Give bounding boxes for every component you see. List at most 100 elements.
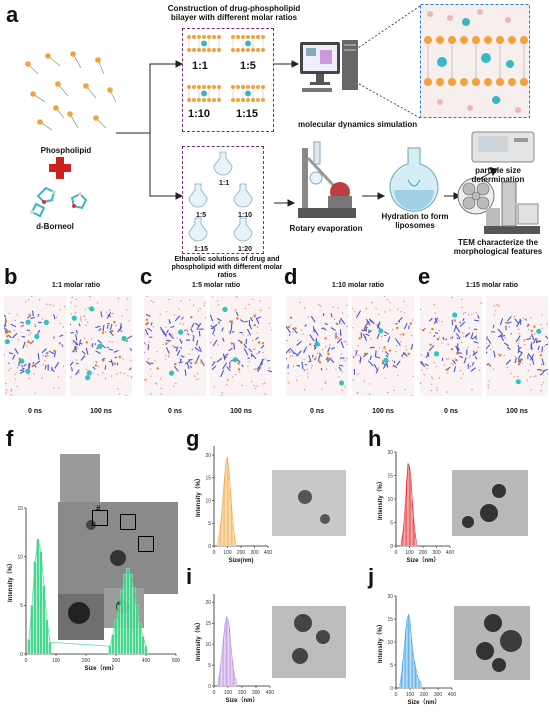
hydration-label: Hydration to form liposomes: [381, 212, 449, 230]
fit-curve-g: [217, 456, 236, 542]
particle-size-label: particle size determination: [471, 166, 525, 184]
tem-microscope-icon: [484, 181, 540, 234]
y-tick-label-i-20: 20: [205, 600, 211, 606]
y-tick-label-g-5: 5: [208, 521, 211, 527]
md-time-c-0: 0 ns: [167, 408, 182, 415]
bar-f-1: [30, 605, 34, 655]
md-snapshot-e-100ns: [486, 296, 548, 396]
flask-icons: [188, 151, 253, 242]
x-tick-label-g-200: 200: [237, 550, 246, 556]
bar-f-3: [36, 538, 40, 655]
x-tick-label-h-200: 200: [419, 550, 428, 556]
md-snapshot-c-100ns: [210, 296, 272, 396]
bilayer-ratios-box: [182, 28, 274, 132]
bar-f-15: [129, 574, 133, 655]
x-tick-label-i-200: 200: [238, 690, 247, 696]
md-time-e-0: 0 ns: [443, 408, 458, 415]
y-tick-label-f-10: 10: [17, 554, 23, 560]
md-time-d-1: 100 ns: [372, 408, 394, 415]
md-title-d: 1:10 molar ratio: [331, 282, 385, 289]
bar-h-0: [400, 541, 402, 547]
x-tick-label-h-400: 400: [446, 550, 455, 556]
bar-f-17: [135, 605, 139, 655]
md-time-b-1: 100 ns: [90, 408, 112, 415]
panel-label-f: f: [6, 426, 14, 451]
bilayer-schematics: [186, 34, 266, 103]
bar-j-13: [417, 678, 419, 689]
bar-f-11: [117, 605, 121, 655]
phospholipid-label: Phospholipid: [40, 146, 92, 155]
bar-i-7: [227, 618, 229, 687]
hydration-flask-icon: [389, 147, 439, 212]
x-tick-label-f-200: 200: [82, 658, 91, 664]
bar-g-0: [217, 541, 219, 547]
panel-label-b: b: [4, 264, 18, 289]
bilayer-ratio-3: 1:10: [188, 108, 211, 120]
tem-image-j: [454, 606, 530, 680]
y-tick-label-h-15: 15: [387, 473, 393, 479]
bar-f-20: [144, 646, 148, 655]
bar-h-11: [415, 541, 417, 547]
md-label: molecular dynamics simulation: [298, 120, 418, 129]
y-axis-label-f: Intensity（%）: [6, 560, 14, 602]
x-tick-label-h-300: 300: [432, 550, 441, 556]
fit-curve-j: [399, 614, 422, 685]
bar-h-7: [410, 477, 412, 547]
rotary-label: Rotary evaporation: [289, 224, 363, 233]
y-tick-label-i-15: 15: [205, 621, 211, 627]
md-title-e: 1:15 molar ratio: [465, 282, 519, 289]
panel-label-j: j: [368, 564, 375, 589]
md-title-c: 1:5 molar ratio: [191, 282, 241, 289]
y-tick-label-g-10: 10: [205, 498, 211, 504]
rotary-evaporator-icon: [298, 141, 356, 218]
y-tick-label-g-20: 20: [205, 453, 211, 459]
x-tick-label-g-0: 0: [213, 550, 216, 556]
y-tick-label-j-5: 5: [390, 663, 393, 669]
bar-j-15: [420, 684, 422, 689]
x-tick-label-j-100: 100: [406, 692, 415, 698]
y-tick-label-f-0: 0: [20, 652, 23, 658]
fit-curve-i: [217, 615, 237, 682]
md-snapshot-b-100ns: [70, 296, 132, 396]
y-tick-label-h-0: 0: [390, 544, 393, 550]
bar-f-16: [132, 587, 136, 655]
bar-i-13: [235, 681, 237, 687]
md-snapshot-c-0ns: [144, 296, 206, 396]
panel-label-i: i: [186, 564, 193, 589]
bilayer-zoom-inset: [420, 4, 530, 118]
solution-ratio-2: 1:5: [196, 212, 207, 219]
plus-icon: [49, 157, 71, 179]
bar-f-7: [48, 642, 52, 655]
md-time-e-1: 100 ns: [506, 408, 528, 415]
md-snapshot-b-0ns: [4, 296, 66, 396]
fit-curve-h: [401, 462, 417, 542]
bar-h-6: [408, 465, 411, 547]
bar-j-5: [406, 618, 408, 689]
y-tick-label-f-5: 5: [20, 603, 23, 609]
x-tick-label-i-300: 300: [252, 690, 261, 696]
tem-bottom-image: [58, 594, 104, 640]
bar-f-12: [120, 590, 124, 655]
x-tick-label-i-0: 0: [213, 690, 216, 696]
bar-g-5: [223, 475, 226, 547]
md-time-b-0: 0 ns: [27, 408, 42, 415]
md-snapshot-d-100ns: [352, 296, 414, 396]
tem-image-i: [272, 606, 346, 678]
x-tick-label-j-400: 400: [448, 692, 457, 698]
tem-characterize-label: TEM characterize the morphological featu…: [453, 238, 543, 256]
solution-ratio-5: 1:20: [238, 246, 253, 253]
panel-label-d: d: [284, 264, 298, 289]
bar-f-13: [123, 574, 127, 655]
bar-j-8: [410, 637, 412, 689]
x-tick-label-g-400: 400: [264, 550, 273, 556]
x-tick-label-f-500: 500: [172, 658, 181, 664]
y-axis-label-h: Intensity（%）: [376, 478, 384, 520]
x-axis-label-j: Size（nm）: [407, 698, 440, 706]
tem-top-image: [60, 454, 100, 504]
bar-i-6: [225, 616, 228, 687]
bar-f-14: [126, 568, 130, 655]
y-tick-label-g-15: 15: [205, 476, 211, 482]
bar-h-5: [407, 463, 409, 547]
y-tick-label-j-20: 20: [387, 594, 393, 600]
y-tick-label-g-0: 0: [208, 544, 211, 550]
